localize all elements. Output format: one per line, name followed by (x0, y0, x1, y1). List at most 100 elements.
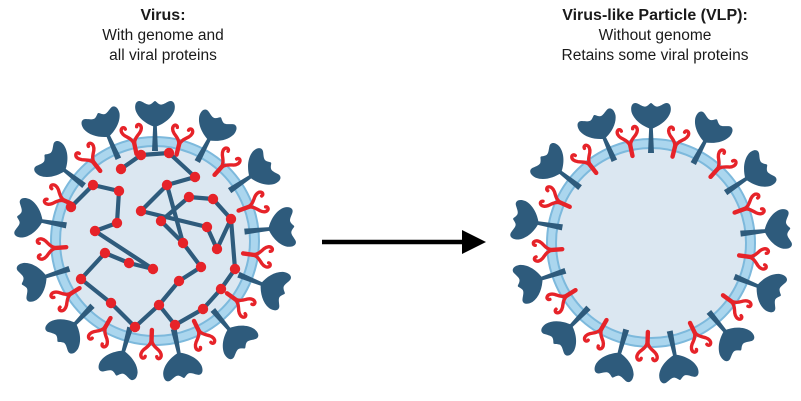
receptor-arm-left (36, 246, 58, 261)
genome-protein-dot (99, 247, 111, 259)
genome-protein-dot (129, 321, 141, 333)
genome-protein-dot (197, 303, 209, 315)
receptor-arm-left (246, 190, 265, 209)
genome-protein-dot (201, 221, 213, 233)
receptor-arm-left (219, 146, 231, 170)
receptor-protein-icon (74, 141, 103, 174)
receptor-arm-right (715, 158, 738, 172)
vlp-caption-title: Virus-like Particle (VLP): (562, 7, 748, 24)
genome-protein-dot (207, 193, 219, 205)
receptor-arm-right (193, 328, 203, 352)
receptor-arm-right (233, 297, 248, 319)
receptor-arm-left (596, 327, 606, 351)
receptor-arm-left (57, 291, 73, 313)
receptor-arm-right (689, 330, 699, 354)
genome-protein-dot (211, 243, 223, 255)
spike-stem (723, 175, 750, 196)
spike-head (98, 350, 138, 381)
spike-stem (194, 136, 212, 163)
receptor-arm-left (692, 330, 713, 348)
genome-strand (228, 216, 238, 272)
spike-head (577, 108, 616, 140)
receptor-protein-icon (170, 123, 195, 157)
spike-head (45, 319, 81, 354)
spike-head (268, 207, 296, 247)
spike-head (260, 271, 291, 311)
transition-arrow-icon (322, 230, 486, 254)
vlp-particle (510, 102, 792, 384)
genome-protein-dot (163, 147, 175, 159)
receptor-arm-right (729, 299, 744, 321)
receptor-arm-right (747, 255, 768, 271)
receptor-arm-right (673, 129, 691, 149)
receptor-arm-right (628, 124, 640, 148)
genome-protein-dot (113, 185, 125, 197)
receptor-arm-right (219, 156, 242, 170)
virus-caption: Virus: With genome and all viral protein… (33, 6, 293, 66)
genome-strand (92, 228, 156, 272)
receptor-arm-right (582, 143, 592, 167)
spike-stem (706, 310, 729, 335)
genome-network (65, 147, 241, 333)
spike-protein-icon (594, 328, 634, 383)
spike-stem (170, 328, 182, 357)
spike-protein-icon (45, 303, 95, 354)
spike-stem (227, 173, 254, 194)
receptor-protein-icon (666, 125, 691, 159)
genome-protein-dot (225, 213, 237, 225)
receptor-arm-left (196, 328, 217, 346)
receptor-arm-right (139, 338, 154, 360)
genome-protein-dot (183, 191, 195, 203)
receptor-arm-left (570, 153, 592, 167)
spike-protein-icon (659, 330, 699, 384)
spike-protein-icon (577, 108, 618, 163)
spike-stem (648, 125, 654, 153)
genome-protein-dot (111, 217, 123, 229)
spike-stem (244, 226, 273, 235)
receptor-arm-left (715, 148, 727, 172)
spike-protein-icon (541, 305, 591, 356)
virus-receptor-layer (35, 122, 275, 361)
spike-stem (38, 218, 67, 229)
genome-strand (214, 216, 234, 252)
receptor-arm-right (531, 239, 554, 252)
receptor-protein-icon (582, 317, 609, 351)
spike-head (14, 198, 43, 238)
receptor-protein-icon (732, 192, 766, 216)
receptor-arm-right (582, 327, 604, 343)
genome-strand (166, 150, 198, 180)
receptor-protein-icon (531, 239, 565, 263)
receptor-arm-right (86, 141, 96, 165)
receptor-arm-left (251, 245, 275, 257)
genome-protein-dot (173, 275, 185, 287)
receptor-arm-left (729, 299, 753, 309)
receptor-protein-icon (570, 143, 599, 176)
receptor-arm-right (246, 205, 270, 214)
receptor-arm-right (35, 237, 58, 250)
genome-strand (132, 302, 162, 330)
spike-head (631, 102, 671, 129)
spike-protein-icon (81, 106, 122, 161)
genome-strand (164, 182, 186, 246)
receptor-arm-left (538, 199, 563, 208)
genome-protein-dot (135, 205, 147, 217)
receptor-arm-right (635, 340, 650, 362)
genome-strand (138, 208, 210, 230)
genome-strand (108, 300, 138, 330)
receptor-protein-icon (545, 287, 578, 315)
genome-protein-dot (189, 171, 201, 183)
receptor-arm-right (251, 253, 272, 269)
genome-strand (114, 188, 122, 226)
receptor-protein-icon (191, 318, 217, 352)
receptor-arm-right (545, 292, 569, 302)
receptor-protein-icon (212, 146, 242, 178)
spike-protein-icon (210, 308, 259, 360)
genome-strand (78, 250, 108, 282)
genome-protein-dot (169, 319, 181, 331)
spike-protein-icon (237, 271, 291, 311)
spike-head (198, 109, 237, 141)
spike-protein-icon (512, 264, 567, 304)
virus-particle (14, 100, 296, 382)
